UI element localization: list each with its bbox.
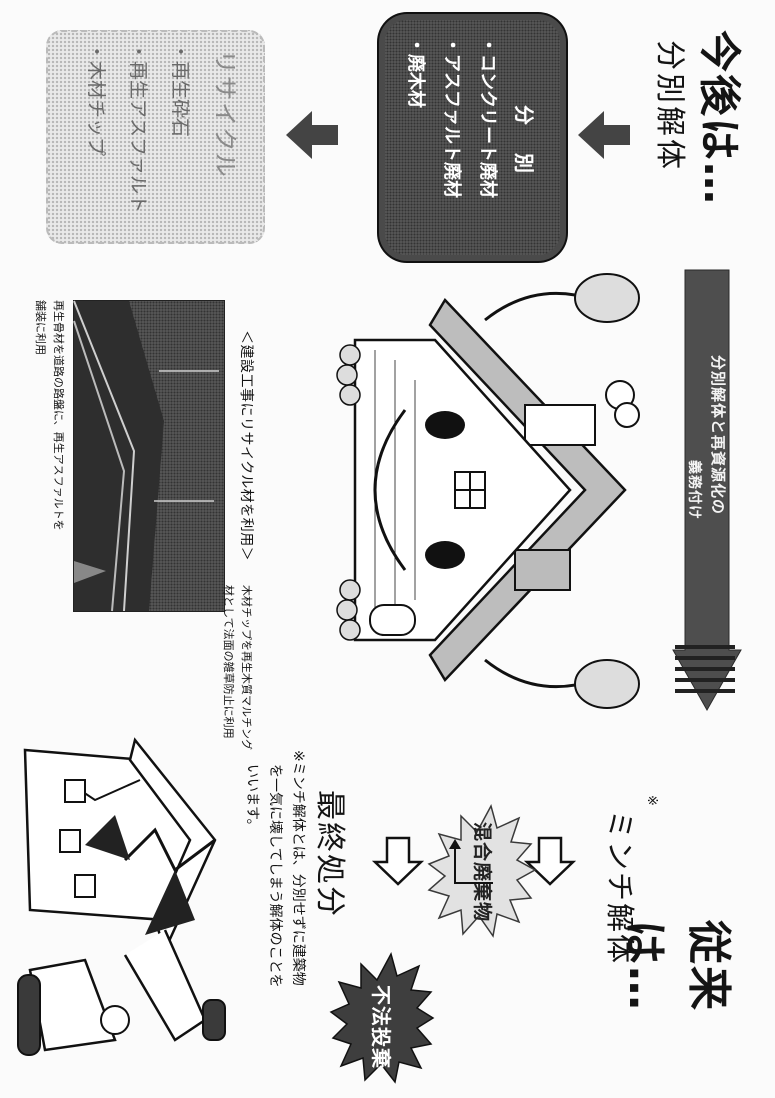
footnote-line: を一気に壊してしまう解体のことを xyxy=(267,764,283,988)
down-arrow-icon xyxy=(286,111,338,159)
down-arrow-icon xyxy=(578,111,630,159)
future-title: 今後は… xyxy=(695,30,744,207)
recycle-heading: リサイクル xyxy=(211,50,239,179)
sorting-list: ・コンクリート廃材 ・アスファルト廃材 ・廃木材 xyxy=(397,36,505,198)
footnote-line: いいます。 xyxy=(244,764,260,833)
photo-note-line: 舗装に利用 xyxy=(34,300,47,355)
obligation-banner-line1: 分別解体と再資源化の xyxy=(709,355,727,516)
demolition-illustration xyxy=(17,737,226,1056)
final-disposal-label: 最終処分 xyxy=(312,790,347,918)
illegal-dumping-burst-icon xyxy=(329,951,435,1084)
footnote-line: ※ミンチ解体とは、分別せずに建築物 xyxy=(290,750,306,986)
mixed-waste-burst-icon xyxy=(427,803,537,938)
photo-note-line: 材として法面の雑草防止に利用 xyxy=(222,585,235,739)
branch-arrow-icon xyxy=(449,839,493,884)
speed-lines-icon xyxy=(675,645,735,693)
smiling-house-mascot xyxy=(336,273,640,709)
photo-note-bottom: 再生骨材を道路の路盤に、再生アスファルトを 舗装に利用 xyxy=(31,300,67,531)
flow-arrow-icon xyxy=(523,836,577,886)
photo-caption: ＜建設工事にリサイクル材を利用＞ xyxy=(238,330,254,562)
recycle-box: リサイクル ・再生砕石 ・再生アスファルト ・木材チップ xyxy=(46,30,265,244)
photo-scene-icon xyxy=(73,300,219,612)
asterisk-mark: ※ xyxy=(644,795,659,806)
recycle-item: ・再生アスファルト xyxy=(127,42,149,214)
flow-arrow-icon xyxy=(371,836,425,886)
obligation-banner-line2: 義務付け xyxy=(686,460,702,520)
photo-note-line: 再生骨材を道路の路盤に、再生アスファルトを xyxy=(52,300,65,531)
recycle-list: ・再生砕石 ・再生アスファルト ・木材チップ xyxy=(75,42,201,213)
recycled-materials-photo xyxy=(73,300,225,612)
sorting-heading: 分 別 xyxy=(512,105,536,177)
photo-note-left: 木材チップを再生木質マルチング 材として法面の雑草防止に利用 xyxy=(219,585,255,750)
photo-note-line: 木材チップを再生木質マルチング xyxy=(240,585,253,750)
sorting-item: ・コンクリート廃材 xyxy=(477,36,498,198)
sorting-item: ・廃木材 xyxy=(405,36,426,108)
recycle-item: ・再生砕石 xyxy=(169,42,191,138)
sorting-item: ・アスファルト廃材 xyxy=(441,36,462,198)
sorting-box: 分 別 ・コンクリート廃材 ・アスファルト廃材 ・廃木材 xyxy=(385,20,560,255)
illegal-dumping-label: 不法投棄 xyxy=(369,985,393,1069)
recycle-item: ・木材チップ xyxy=(85,42,107,157)
minchi-demolition-label: ミンチ解体 xyxy=(603,810,637,966)
separated-demolition-label: 分別解体 xyxy=(652,40,687,172)
minchi-footnote: ※ミンチ解体とは、分別せずに建築物 を一気に壊してしまう解体のことを いいます。 xyxy=(240,750,309,1050)
